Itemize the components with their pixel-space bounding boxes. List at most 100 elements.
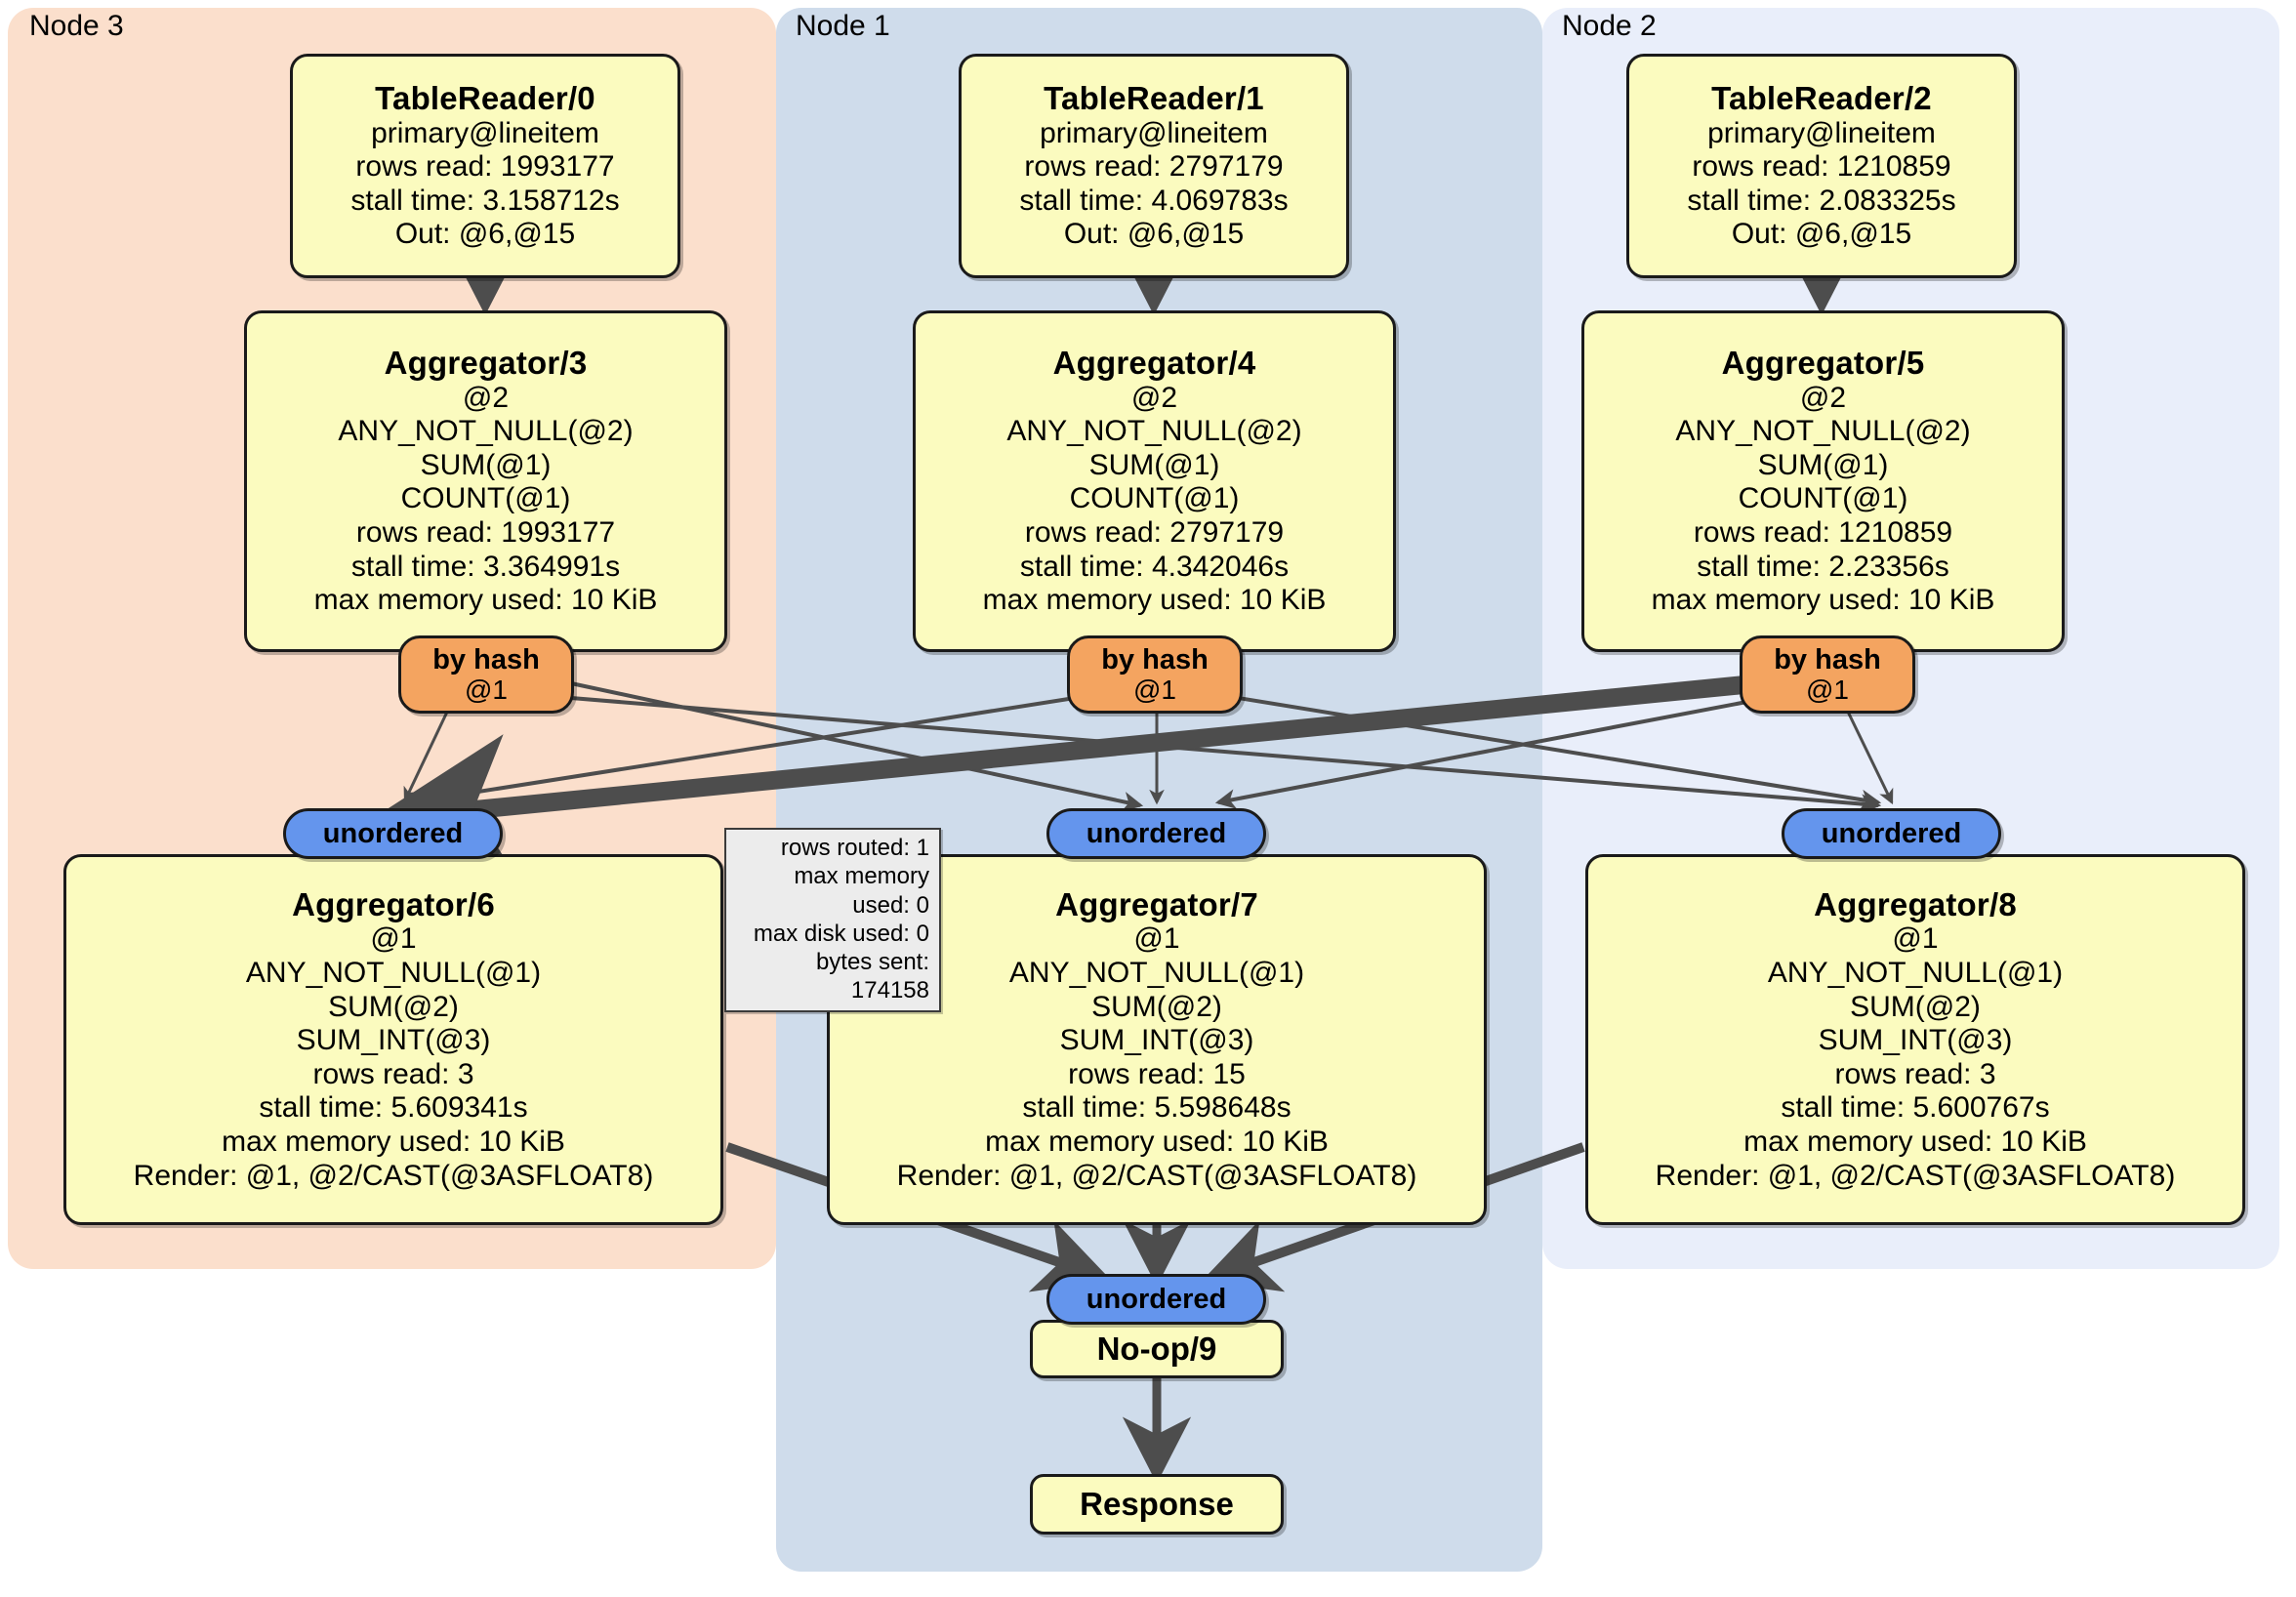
processor-detail: rows read: 3 — [312, 1057, 474, 1090]
processor-detail: ANY_NOT_NULL(@2) — [1006, 415, 1302, 448]
processor-tablereader-1[interactable]: TableReader/1 primary@lineitem rows read… — [959, 54, 1349, 278]
processor-detail: COUNT(@1) — [1738, 482, 1908, 515]
processor-title: TableReader/1 — [1044, 79, 1264, 116]
processor-detail: @2 — [1130, 381, 1178, 414]
processor-detail: rows read: 1210859 — [1692, 150, 1951, 184]
router-title: by hash — [1101, 644, 1209, 676]
processor-detail: ANY_NOT_NULL(@2) — [1675, 415, 1971, 448]
router-column: @1 — [1133, 674, 1176, 705]
processor-title: Aggregator/5 — [1721, 344, 1925, 381]
processor-detail: ANY_NOT_NULL(@1) — [245, 956, 542, 989]
synchronizer-unordered-6[interactable]: unordered — [283, 808, 503, 859]
stats-line: max memory used: 0 — [794, 863, 929, 919]
stats-line: max disk used: 0 — [753, 920, 929, 947]
processor-detail: @1 — [370, 922, 417, 956]
synchronizer-unordered-8[interactable]: unordered — [1782, 808, 2001, 859]
processor-detail: COUNT(@1) — [400, 482, 571, 515]
processor-aggregator-8[interactable]: Aggregator/8 @1 ANY_NOT_NULL(@1) SUM(@2)… — [1585, 854, 2245, 1225]
processor-detail: SUM(@2) — [328, 990, 459, 1023]
router-column: @1 — [465, 674, 508, 705]
processor-aggregator-5[interactable]: Aggregator/5 @2 ANY_NOT_NULL(@2) SUM(@1)… — [1581, 310, 2065, 652]
cluster-label-node-2: Node 2 — [1562, 10, 1657, 42]
processor-detail: rows read: 3 — [1834, 1057, 1996, 1090]
edge-byhash4-unordered6 — [406, 693, 1094, 810]
stats-line: bytes sent: 174158 — [815, 949, 929, 1004]
processor-title: Aggregator/6 — [292, 885, 495, 922]
cluster-label-node-3: Node 3 — [29, 10, 124, 42]
processor-detail: rows read: 2797179 — [1024, 516, 1285, 550]
edge-byhash5-unordered6 — [370, 674, 1760, 879]
processor-detail: SUM(@1) — [420, 448, 552, 481]
processor-detail: max memory used: 10 KiB — [1743, 1126, 2087, 1159]
processor-aggregator-6[interactable]: Aggregator/6 @1 ANY_NOT_NULL(@1) SUM(@2)… — [63, 854, 723, 1225]
processor-detail: stall time: 2.23356s — [1697, 550, 1949, 583]
edge-byhash3-unordered6 — [403, 707, 451, 803]
processor-detail: rows read: 15 — [1068, 1057, 1246, 1090]
processor-detail: ANY_NOT_NULL(@1) — [1008, 956, 1305, 989]
processor-detail: max memory used: 10 KiB — [985, 1126, 1329, 1159]
edge-byhash3-unordered8 — [570, 696, 1882, 814]
stats-line: rows routed: 1 — [780, 835, 929, 861]
processor-detail: SUM_INT(@3) — [1818, 1024, 2013, 1057]
processor-detail: rows read: 1993177 — [355, 150, 615, 184]
edge-byhash4-unordered8 — [1219, 693, 1882, 810]
stream-stats-box: rows routed: 1 max memory used: 0 max di… — [724, 828, 941, 1012]
synchronizer-unordered-7[interactable]: unordered — [1046, 808, 1266, 859]
edge-byhash5-unordered8 — [1845, 709, 1894, 805]
processor-aggregator-3[interactable]: Aggregator/3 @2 ANY_NOT_NULL(@2) SUM(@1)… — [244, 310, 727, 652]
processor-detail: @1 — [1892, 922, 1939, 956]
processor-title: TableReader/2 — [1711, 79, 1932, 116]
edge-byhash3-unordered7 — [570, 681, 1144, 812]
processor-detail: primary@lineitem — [371, 116, 599, 149]
cluster-label-node-1: Node 1 — [796, 10, 890, 42]
processor-title: Aggregator/7 — [1055, 885, 1258, 922]
processor-detail: max memory used: 10 KiB — [222, 1126, 565, 1159]
processor-no-op-9[interactable]: No-op/9 — [1030, 1320, 1284, 1378]
processor-detail: stall time: 3.158712s — [350, 184, 620, 217]
processor-detail: @2 — [462, 381, 510, 414]
processor-detail: max memory used: 10 KiB — [982, 584, 1327, 617]
processor-detail: Render: @1, @2/CAST(@3ASFLOAT8) — [133, 1159, 654, 1192]
processor-response[interactable]: Response — [1030, 1474, 1284, 1535]
processor-detail: max memory used: 10 KiB — [1651, 584, 1995, 617]
processor-detail: Render: @1, @2/CAST(@3ASFLOAT8) — [1655, 1159, 2176, 1192]
processor-aggregator-4[interactable]: Aggregator/4 @2 ANY_NOT_NULL(@2) SUM(@1)… — [913, 310, 1396, 652]
processor-detail: ANY_NOT_NULL(@1) — [1767, 956, 2064, 989]
processor-detail: SUM(@2) — [1850, 990, 1981, 1023]
processor-tablereader-0[interactable]: TableReader/0 primary@lineitem rows read… — [290, 54, 680, 278]
edge-byhash5-unordered7 — [1214, 698, 1758, 809]
processor-detail: stall time: 2.083325s — [1687, 184, 1956, 217]
router-column: @1 — [1806, 674, 1849, 705]
processor-detail: rows read: 1993177 — [355, 516, 616, 550]
processor-detail: SUM_INT(@3) — [1059, 1024, 1254, 1057]
processor-detail: SUM(@2) — [1091, 990, 1222, 1023]
processor-aggregator-7[interactable]: Aggregator/7 @1 ANY_NOT_NULL(@1) SUM(@2)… — [827, 854, 1487, 1225]
processor-detail: Render: @1, @2/CAST(@3ASFLOAT8) — [896, 1159, 1417, 1192]
synchronizer-unordered-9[interactable]: unordered — [1046, 1274, 1266, 1325]
processor-detail: SUM(@1) — [1757, 448, 1889, 481]
router-title: by hash — [1774, 644, 1881, 676]
router-by-hash-4[interactable]: by hash @1 — [1067, 635, 1243, 714]
processor-title: TableReader/0 — [375, 79, 595, 116]
router-by-hash-5[interactable]: by hash @1 — [1740, 635, 1915, 714]
processor-detail: Out: @6,@15 — [1063, 218, 1245, 251]
processor-detail: Out: @6,@15 — [1731, 218, 1912, 251]
processor-title: Aggregator/4 — [1052, 344, 1256, 381]
processor-detail: SUM(@1) — [1088, 448, 1220, 481]
processor-detail: stall time: 4.342046s — [1019, 550, 1290, 583]
router-title: by hash — [432, 644, 540, 676]
processor-detail: rows read: 1210859 — [1693, 516, 1953, 550]
processor-detail: rows read: 2797179 — [1024, 150, 1284, 184]
processor-detail: Out: @6,@15 — [394, 218, 576, 251]
processor-detail: stall time: 5.609341s — [259, 1091, 528, 1125]
processor-tablereader-2[interactable]: TableReader/2 primary@lineitem rows read… — [1626, 54, 2017, 278]
processor-detail: COUNT(@1) — [1069, 482, 1240, 515]
processor-detail: SUM_INT(@3) — [296, 1024, 491, 1057]
processor-detail: ANY_NOT_NULL(@2) — [338, 415, 634, 448]
processor-detail: @1 — [1133, 922, 1180, 956]
router-by-hash-3[interactable]: by hash @1 — [398, 635, 574, 714]
processor-detail: stall time: 5.600767s — [1781, 1091, 2050, 1125]
processor-detail: primary@lineitem — [1707, 116, 1936, 149]
processor-detail: primary@lineitem — [1040, 116, 1268, 149]
